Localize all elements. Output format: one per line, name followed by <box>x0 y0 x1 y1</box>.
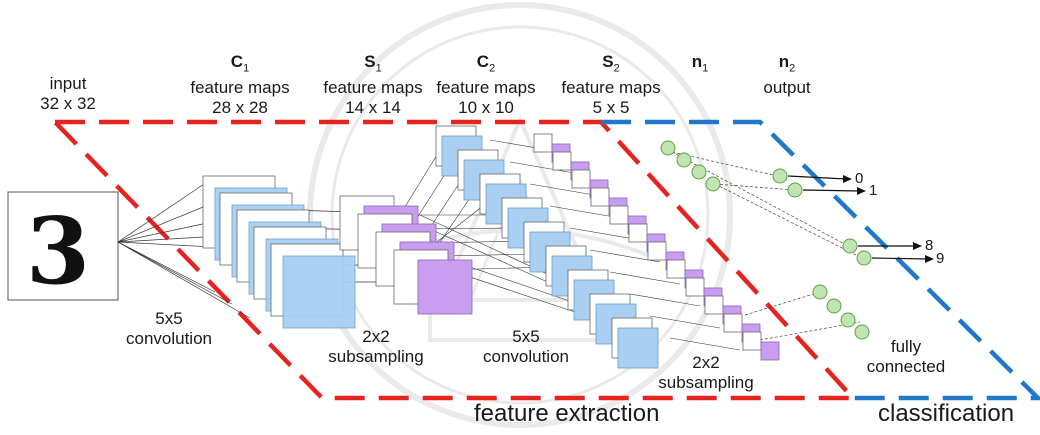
output-arrow-0-head <box>843 175 852 183</box>
neuron <box>772 168 788 184</box>
dashed-connection <box>744 291 821 316</box>
connection-line <box>549 205 621 219</box>
output-arrow-1 <box>802 189 861 192</box>
connection-line <box>117 241 233 305</box>
connection-line <box>669 337 741 351</box>
s2-map-frame <box>685 277 705 297</box>
output-arrow-8-head <box>913 242 922 250</box>
neuron <box>856 250 872 266</box>
connection-line <box>117 241 251 319</box>
output-arrow-9 <box>871 257 929 260</box>
input-digit: 3 <box>26 197 90 305</box>
connection-line <box>629 293 701 307</box>
output-arrows <box>787 175 934 263</box>
neuron <box>787 182 803 198</box>
connection-line <box>509 161 581 175</box>
classification-boundary <box>601 119 1040 401</box>
s2-map-frame <box>704 295 724 315</box>
s2-map-frame <box>628 223 648 243</box>
connection-line <box>117 241 216 293</box>
s2-map-frame <box>571 169 591 189</box>
s2-map-frame <box>742 331 762 351</box>
s2-map-frame <box>609 205 629 225</box>
connection-line <box>117 179 211 243</box>
feature-extraction-label: feature extraction <box>474 400 660 427</box>
neuron <box>812 284 828 300</box>
neuron <box>842 238 858 254</box>
dashed-connection <box>714 183 863 259</box>
feature-extraction-boundary <box>53 119 859 401</box>
classification-label: classification <box>878 400 1015 427</box>
neuron <box>826 298 842 314</box>
n1-label: n1 <box>691 52 709 75</box>
s2-map-frame <box>590 187 610 207</box>
input-image: 3 <box>7 191 119 305</box>
c1-feature-map <box>282 255 356 329</box>
output-label-9: 9 <box>936 250 945 267</box>
output-label-1: 1 <box>869 182 878 199</box>
neuron <box>660 140 676 156</box>
output-label-0: 0 <box>855 170 864 187</box>
dashed-connection <box>671 151 779 177</box>
output-arrow-9-head <box>925 255 934 263</box>
neuron <box>676 152 692 168</box>
connection-line <box>569 227 641 241</box>
neuron <box>854 324 870 340</box>
dashed-connection <box>714 183 796 191</box>
s2-map-frame <box>666 259 686 279</box>
output-label-8: 8 <box>925 237 934 254</box>
s2-feature-map <box>760 341 780 361</box>
dashed-connection <box>759 321 861 341</box>
dashed-connection <box>671 151 853 249</box>
connection-line <box>649 315 721 329</box>
neuron <box>705 176 721 192</box>
s1-feature-map <box>417 259 473 315</box>
n2-label: n2 output <box>763 52 811 98</box>
neuron <box>840 312 856 328</box>
output-arrow-1-head <box>857 187 866 195</box>
s2-map-frame <box>533 133 553 153</box>
feature-map-stacks <box>202 125 780 369</box>
s2-map-frame <box>647 241 667 261</box>
s2-map-frame <box>552 151 572 171</box>
connection-line <box>529 183 601 197</box>
s2-map-frame <box>723 313 743 333</box>
connection-line <box>399 149 441 216</box>
neuron <box>691 164 707 180</box>
neurons <box>660 140 872 340</box>
output-arrow-0 <box>787 175 847 180</box>
connection-line <box>609 271 681 285</box>
c2-feature-map <box>617 327 659 369</box>
